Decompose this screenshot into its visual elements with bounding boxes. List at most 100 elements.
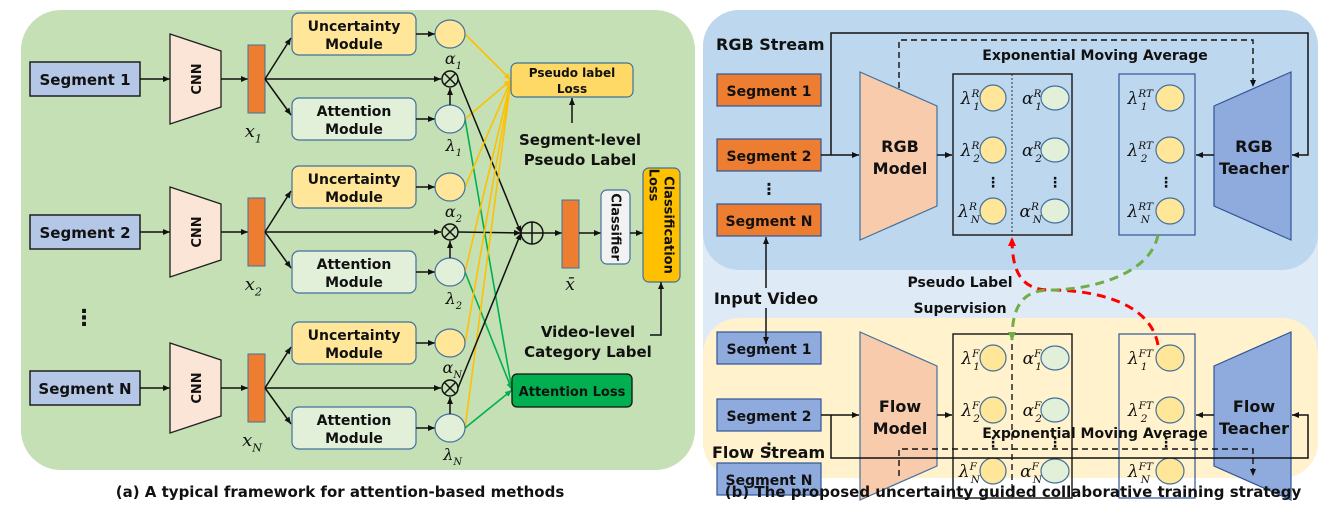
alpha-node bbox=[434, 172, 466, 202]
alpha-label: α2 bbox=[445, 202, 462, 225]
lambda-node bbox=[434, 257, 466, 287]
video-label-line1: Video-level bbox=[541, 323, 635, 341]
uncertainty-module-line2: Module bbox=[325, 37, 383, 53]
segment-ellipsis: ⋮ bbox=[73, 306, 95, 331]
lambda-to-pseudo-loss-line bbox=[464, 79, 514, 429]
teacher-model-line1: RGB bbox=[1235, 137, 1273, 156]
student-alpha-node bbox=[1040, 345, 1070, 371]
feature-to-uncertainty-arrow bbox=[264, 346, 292, 389]
segment-box bbox=[716, 398, 822, 432]
panel-b: RGB Stream Flow Stream Segment 1Segment … bbox=[703, 10, 1318, 501]
input-to-teacher-arrow bbox=[830, 412, 1309, 459]
multiply-to-sum-arrow bbox=[457, 78, 522, 234]
feature-bar bbox=[247, 353, 266, 423]
segment-label: Segment 1 bbox=[727, 342, 812, 358]
segment-box bbox=[29, 370, 141, 406]
student-alpha-ellipsis: ⋮ bbox=[1048, 435, 1062, 451]
alpha-label: α1 bbox=[445, 49, 462, 72]
lambda-label: λN bbox=[442, 445, 462, 468]
rgb-stream-label: RGB Stream bbox=[716, 35, 825, 54]
pseudo-supervision-line2: Supervision bbox=[913, 301, 1006, 317]
multiply-to-sum-arrow bbox=[457, 229, 522, 236]
lambda-label: λ2 bbox=[445, 289, 462, 312]
uncertainty-module-line1: Uncertainty bbox=[308, 328, 401, 344]
ema-arrow bbox=[898, 39, 1256, 88]
segment-label: Segment 2 bbox=[727, 409, 812, 425]
segment-label: Segment 2 bbox=[727, 149, 812, 165]
uncertainty-module-line2: Module bbox=[325, 346, 383, 362]
alpha-to-pseudo-loss-line bbox=[464, 79, 513, 344]
segment-box bbox=[716, 203, 822, 237]
classification-loss-line1: Classification bbox=[661, 176, 676, 274]
segment-label: Segment 1 bbox=[727, 84, 812, 100]
uncertainty-module-line2: Module bbox=[325, 190, 383, 206]
feature-label: x1 bbox=[245, 121, 262, 145]
cnn-encoder bbox=[169, 33, 222, 125]
attention-module-line1: Attention bbox=[317, 257, 392, 273]
segment-box bbox=[716, 462, 822, 496]
alpha-node bbox=[434, 19, 466, 49]
teacher-lambda-node bbox=[1155, 136, 1185, 164]
classifier-label: Classifier bbox=[608, 193, 623, 261]
rgb-teacher-to-flow-supervision-arrow bbox=[1008, 234, 1160, 341]
feature-to-uncertainty-arrow bbox=[264, 37, 292, 80]
ema-arrow bbox=[898, 448, 1256, 476]
pseudo-supervision-line1: Pseudo Label bbox=[907, 275, 1012, 291]
cnn-encoder bbox=[169, 342, 222, 434]
panel-a-caption: (a) A typical framework for attention-ba… bbox=[116, 483, 565, 501]
lambda-to-pseudo-loss-line bbox=[464, 79, 512, 120]
student-lambda-node bbox=[979, 344, 1007, 372]
panel-b-caption: (b) The proposed uncertainty guided coll… bbox=[725, 483, 1302, 501]
classifier-box bbox=[600, 189, 631, 265]
teacher-model-line2: Teacher bbox=[1219, 419, 1289, 438]
alpha-node bbox=[434, 328, 466, 358]
teacher-model-line1: Flow bbox=[1233, 397, 1275, 416]
uncertainty-module-line1: Uncertainty bbox=[308, 19, 401, 35]
panel-a-connections bbox=[457, 33, 522, 429]
ema-label: Exponential Moving Average bbox=[982, 48, 1207, 64]
attention-module-line1: Attention bbox=[317, 413, 392, 429]
segment-box bbox=[716, 331, 822, 365]
pseudo-label-loss-line2: Loss bbox=[557, 82, 587, 96]
student-alpha-ellipsis: ⋮ bbox=[1048, 175, 1062, 191]
alpha-to-pseudo-loss-line bbox=[464, 33, 512, 81]
student-model-line2: Model bbox=[873, 419, 928, 438]
teacher-predictions-box bbox=[1118, 333, 1196, 499]
teacher-lambda-node bbox=[1155, 197, 1185, 225]
segment-pseudo-label-line2: Pseudo Label bbox=[524, 151, 637, 169]
feature-bar bbox=[247, 44, 266, 114]
classification-loss-line2: Loss bbox=[646, 169, 661, 202]
segment-box bbox=[29, 214, 141, 250]
segment-label: Segment N bbox=[726, 473, 813, 489]
student-alpha-node bbox=[1040, 198, 1070, 224]
student-model-line2: Model bbox=[873, 159, 928, 178]
multiply-to-sum-arrow bbox=[457, 232, 522, 389]
attention-loss-box bbox=[511, 373, 633, 408]
student-lambda-ellipsis: ⋮ bbox=[986, 435, 1000, 451]
feature-to-attention-arrow bbox=[264, 231, 292, 269]
teacher-lambda-node bbox=[1155, 457, 1185, 485]
segment-ellipsis: ⋮ bbox=[761, 439, 777, 458]
segment-ellipsis: ⋮ bbox=[761, 180, 777, 199]
attention-module-line2: Module bbox=[325, 275, 383, 291]
attention-loss-label: Attention Loss bbox=[519, 385, 626, 400]
pseudo-label-loss-box bbox=[510, 62, 634, 98]
